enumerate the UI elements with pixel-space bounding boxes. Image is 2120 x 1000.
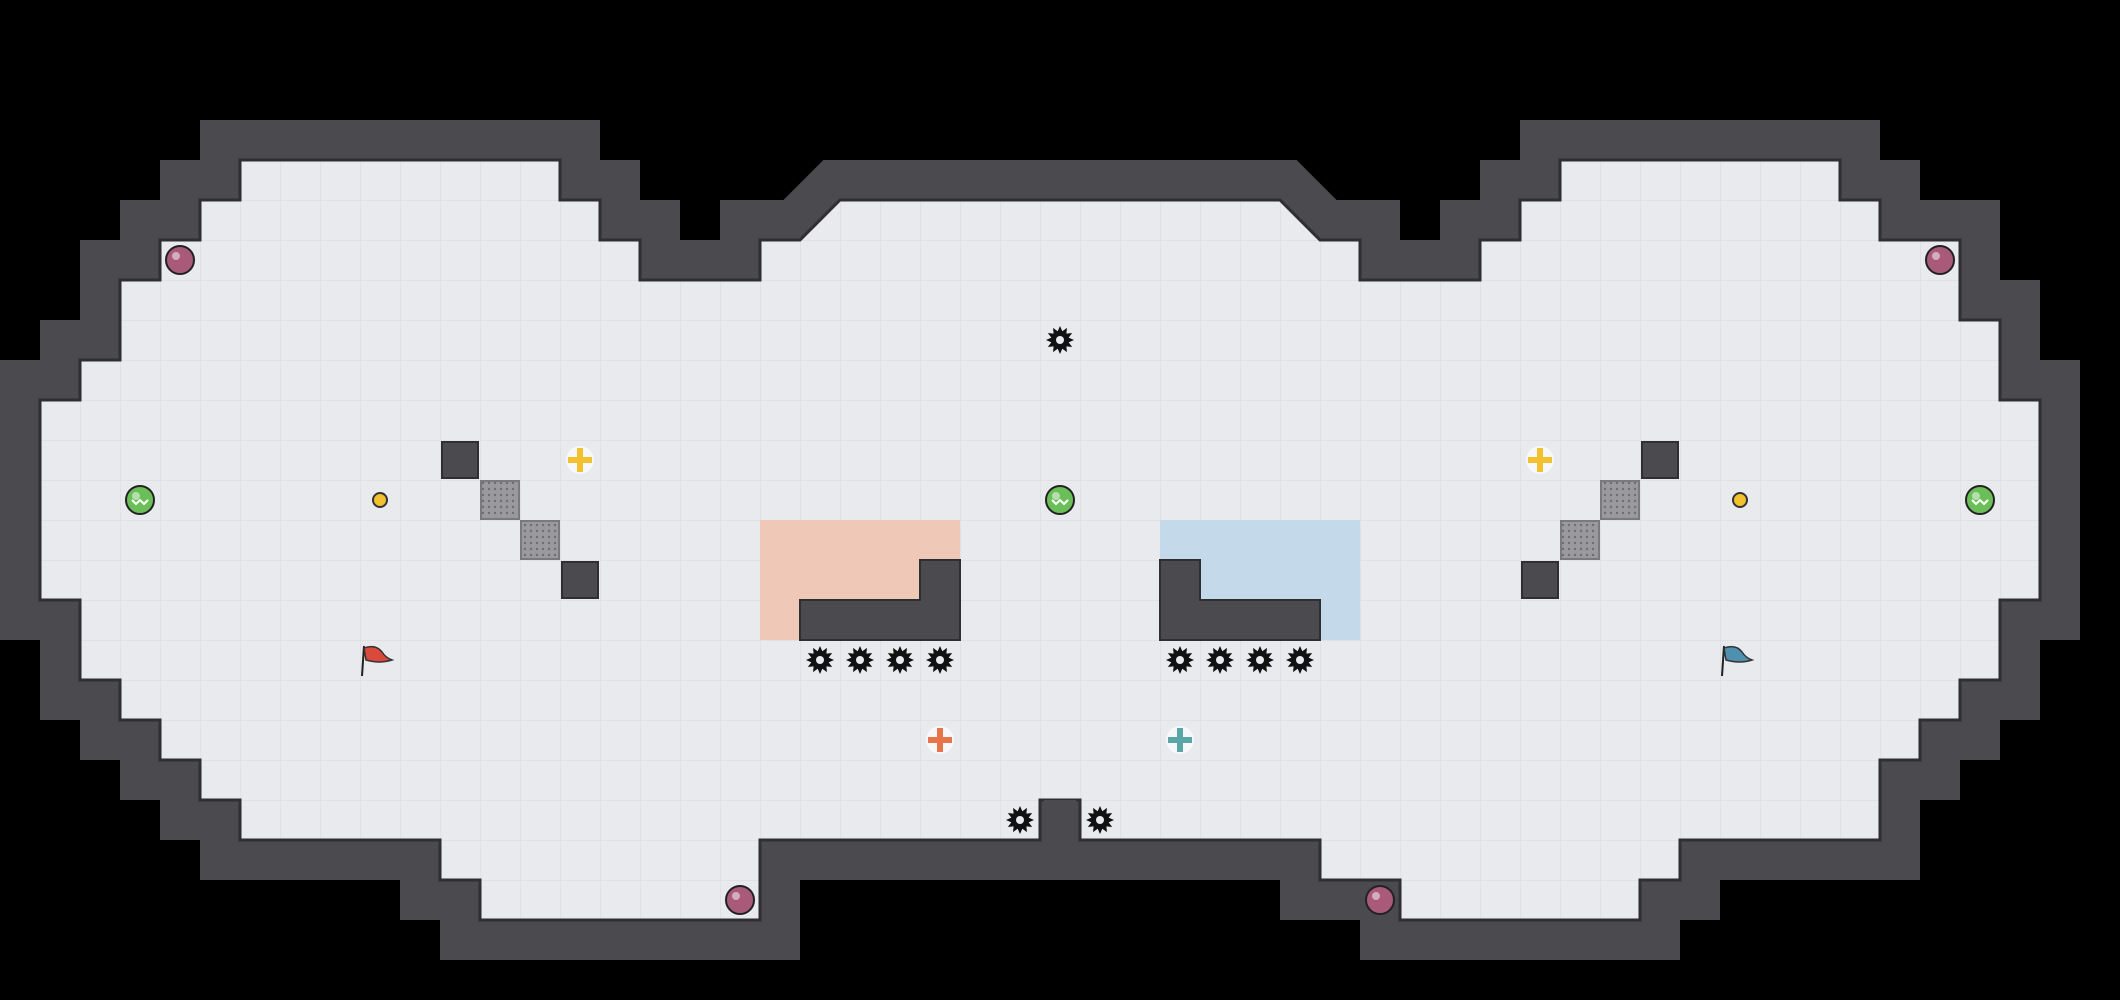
spike-center	[1296, 656, 1304, 664]
red-flag-icon[interactable]	[361, 645, 395, 677]
spike-icon	[1206, 646, 1234, 674]
orb-body	[1925, 245, 1955, 275]
spike-icon	[1286, 646, 1314, 674]
orb-body	[725, 885, 755, 915]
floor	[38, 158, 2042, 922]
blue-flag-icon[interactable]	[1721, 645, 1755, 677]
wall-block	[561, 561, 599, 599]
spike-center	[1176, 656, 1184, 664]
red-team-zone	[760, 520, 960, 640]
spike-icon	[886, 646, 914, 674]
wall-block	[441, 441, 479, 479]
coin-icon[interactable]	[1732, 492, 1748, 508]
spike-center	[1056, 336, 1064, 344]
blue-team-zone	[1160, 520, 1360, 640]
center-notch-wall	[1044, 800, 1076, 840]
blue-zone-tile	[1320, 600, 1360, 640]
orb-body	[165, 245, 195, 275]
entities	[125, 245, 1995, 915]
powerup-icon[interactable]	[1925, 245, 1955, 275]
boost-chevrons	[131, 498, 149, 506]
blue-base-wall	[1159, 559, 1321, 641]
powerup-icon[interactable]	[725, 885, 755, 915]
spike-center	[1256, 656, 1264, 664]
speed-boost-icon[interactable]	[1045, 485, 1075, 515]
spike-icon	[1046, 326, 1074, 354]
orb-shine	[1972, 492, 1980, 500]
flag-pole	[1721, 645, 1725, 677]
wall-block	[1641, 441, 1679, 479]
coin-icon[interactable]	[372, 492, 388, 508]
grate-tile	[1600, 480, 1640, 520]
plus-h	[928, 737, 952, 743]
orb-shine	[732, 892, 740, 900]
orb-shine	[1932, 252, 1940, 260]
bomb-icon[interactable]	[566, 446, 594, 474]
orb-shine	[132, 492, 140, 500]
blue-spawn-icon[interactable]	[1166, 726, 1194, 754]
obstacles	[441, 441, 1679, 840]
spike-center	[896, 656, 904, 664]
coin-body	[372, 492, 388, 508]
powerup-icon[interactable]	[165, 245, 195, 275]
spike-icon	[1086, 806, 1114, 834]
spike-center	[856, 656, 864, 664]
spike-icon	[1166, 646, 1194, 674]
spike-icon	[1006, 806, 1034, 834]
plus-h	[568, 457, 592, 463]
speed-boost-icon[interactable]	[125, 485, 155, 515]
red-zone-tile	[760, 600, 800, 640]
spike-icon	[1246, 646, 1274, 674]
wall-block	[1521, 561, 1559, 599]
orb-shine	[172, 252, 180, 260]
red-zone-tile	[760, 560, 920, 600]
plus-h	[1168, 737, 1192, 743]
grate-tile	[1560, 520, 1600, 560]
spike-icon	[846, 646, 874, 674]
red-zone-tile	[760, 520, 960, 560]
red-base-wall	[799, 559, 961, 641]
orb-shine	[1372, 892, 1380, 900]
powerup-icon[interactable]	[1365, 885, 1395, 915]
flag-cloth	[1723, 645, 1755, 663]
spike-icon	[926, 646, 954, 674]
blue-zone-tile	[1160, 520, 1360, 560]
blue-zone-tile	[1200, 560, 1360, 600]
spike-icon	[806, 646, 834, 674]
spike-center	[936, 656, 944, 664]
spike-center	[1216, 656, 1224, 664]
spike-center	[1096, 816, 1104, 824]
orb-body	[1365, 885, 1395, 915]
boost-chevrons	[1971, 498, 1989, 506]
orb-shine	[1052, 492, 1060, 500]
plus-h	[1528, 457, 1552, 463]
team-zones	[760, 520, 1360, 640]
spike-center	[816, 656, 824, 664]
floor-layer	[38, 158, 2042, 922]
coin-body	[1732, 492, 1748, 508]
bomb-icon[interactable]	[1526, 446, 1554, 474]
grate-tile	[520, 520, 560, 560]
grate-tile	[480, 480, 520, 520]
speed-boost-icon[interactable]	[1965, 485, 1995, 515]
spike-center	[1016, 816, 1024, 824]
flag-pole	[361, 645, 365, 677]
boost-chevrons	[1051, 498, 1069, 506]
flag-cloth	[363, 645, 395, 663]
red-spawn-icon[interactable]	[926, 726, 954, 754]
